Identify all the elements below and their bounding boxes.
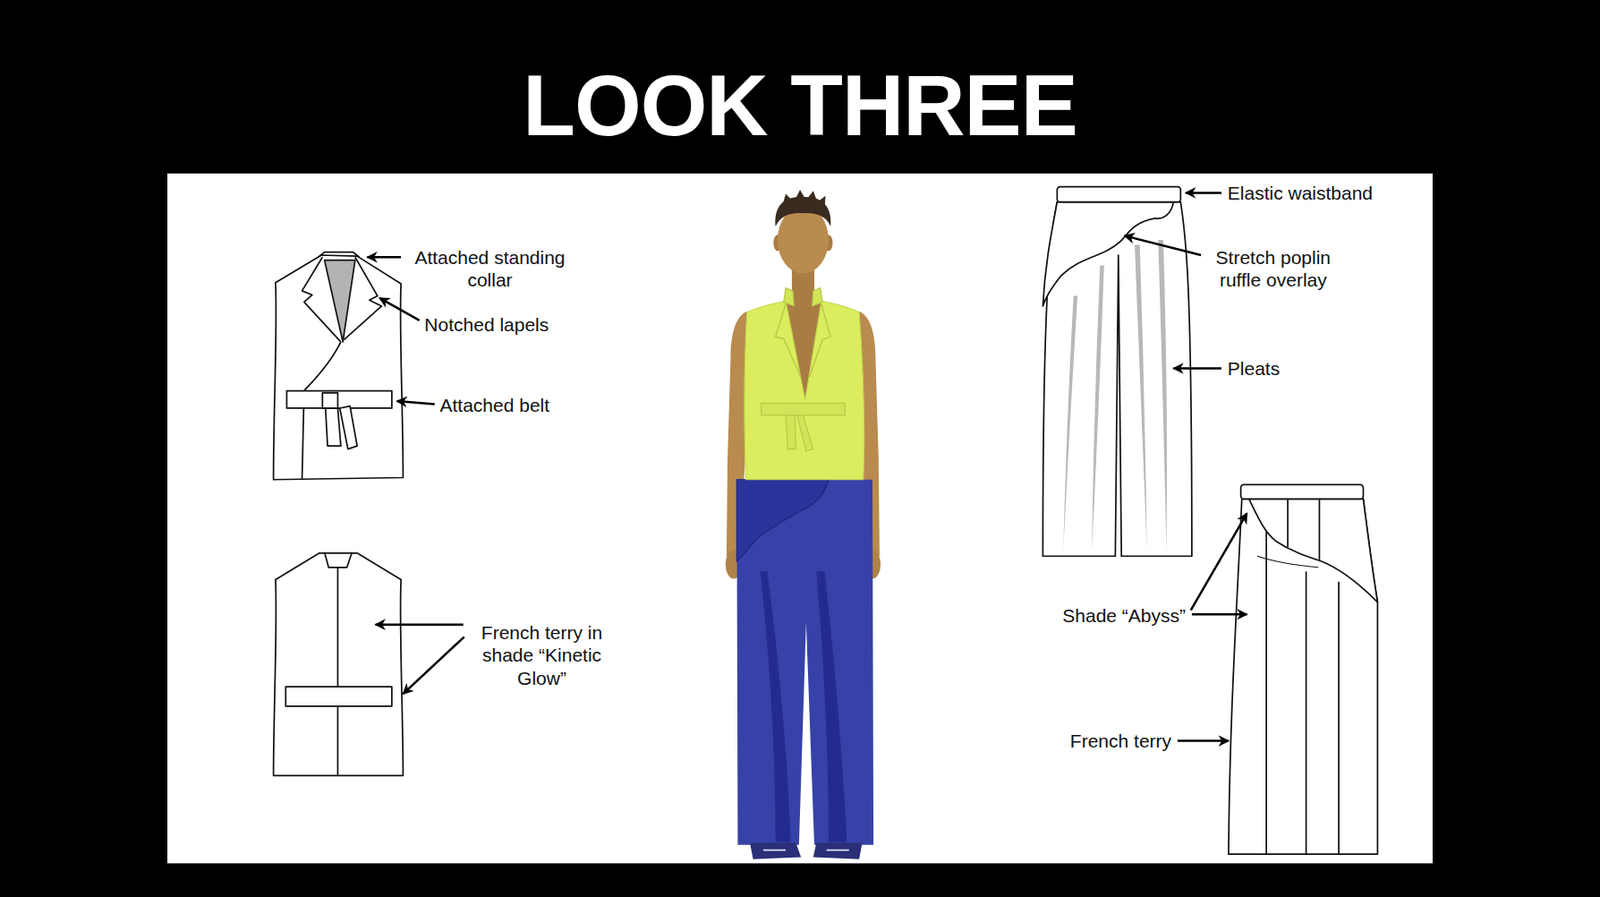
- belt: [286, 391, 392, 409]
- pleat: [1157, 239, 1167, 552]
- lapel-line: [808, 304, 831, 378]
- leader-arrow: [1124, 235, 1202, 256]
- callout-label: Elastic waistband: [1227, 181, 1373, 205]
- leader-arrow: [367, 255, 402, 259]
- leader-arrow: [402, 636, 464, 694]
- leader-arrow: [379, 297, 419, 321]
- shoe-lace: [763, 849, 850, 852]
- shoe: [813, 842, 863, 860]
- belt: [285, 686, 392, 707]
- callout-label: Attached standing collar: [407, 246, 573, 291]
- leader-arrow: [1191, 512, 1248, 610]
- ruffle-overlay: [1249, 498, 1379, 602]
- pants-front-flat: [1042, 187, 1192, 557]
- collar-stand: [783, 287, 794, 307]
- shoe: [749, 842, 801, 860]
- waistband: [1056, 187, 1181, 203]
- belt-tail: [785, 415, 796, 450]
- leader-arrows: [367, 192, 1248, 741]
- seam-line: [1287, 498, 1320, 560]
- collar-stand: [812, 287, 823, 307]
- white-panel: [167, 173, 1433, 864]
- callout-label: Notched lapels: [424, 313, 549, 336]
- leader-arrow: [1173, 366, 1222, 370]
- leader-arrow: [1191, 612, 1248, 616]
- callout-label: Shade “Abyss”: [1062, 604, 1186, 627]
- ruffle-overlay: [736, 479, 829, 562]
- pants-outline: [1228, 498, 1378, 854]
- vest-back-outline: [273, 553, 404, 776]
- pants-outline: [1042, 202, 1192, 557]
- page-title: LOOK THREE: [0, 53, 1600, 157]
- vest-front-outline: [273, 255, 404, 480]
- belt-tail: [325, 408, 341, 446]
- vest-front-flat: [273, 252, 404, 480]
- belt-tail: [340, 406, 358, 450]
- callout-label: French terry: [1070, 729, 1172, 752]
- pleat: [1063, 296, 1078, 552]
- lapel-line: [775, 304, 802, 378]
- right-lapel: [343, 256, 382, 340]
- callout-label: Attached belt: [439, 393, 550, 417]
- vest: [744, 300, 865, 479]
- ruffle-overlay: [1042, 202, 1174, 307]
- pleat: [1091, 264, 1105, 551]
- face: [777, 205, 829, 273]
- pleat-shadow: [816, 570, 847, 842]
- callout-label: French terry in shade “Kinetic Glow”: [469, 621, 615, 690]
- pleat: [1134, 245, 1148, 552]
- belt-knot: [322, 392, 338, 409]
- waistband: [1241, 484, 1364, 499]
- leader-arrow: [397, 400, 435, 404]
- belt-tail: [797, 415, 814, 452]
- pleat-shadow: [760, 570, 792, 842]
- callout-label: Pleats: [1227, 357, 1280, 380]
- left-lapel: [302, 256, 341, 342]
- vest-back-flat: [273, 552, 404, 776]
- figure: [725, 189, 881, 860]
- wrap-edge: [302, 341, 341, 480]
- center-back-seam: [337, 567, 340, 776]
- drape-line: [1257, 555, 1319, 568]
- leader-arrow: [1177, 739, 1229, 742]
- back-collar: [324, 552, 353, 568]
- hair: [781, 189, 826, 211]
- leader-arrow: [375, 622, 464, 626]
- callout-label: Stretch poplin ruffle overlay: [1206, 246, 1341, 291]
- standing-collar: [319, 252, 359, 258]
- leader-arrow: [1185, 191, 1222, 195]
- belt: [761, 402, 846, 416]
- pants-side-flat: [1228, 484, 1378, 854]
- pants: [736, 479, 874, 845]
